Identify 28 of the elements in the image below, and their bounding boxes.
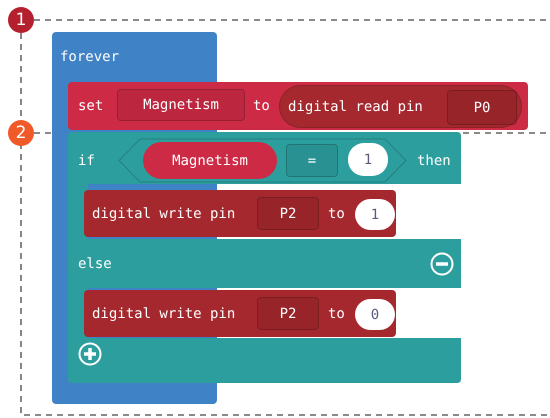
command-block bbox=[84, 290, 396, 337]
callout-number: 2 bbox=[8, 120, 34, 146]
dropdown-field: = bbox=[286, 144, 338, 177]
number-field: 0 bbox=[355, 299, 395, 330]
if-else-block bbox=[68, 132, 461, 383]
reporter-block bbox=[279, 85, 522, 128]
variable-reporter: Magnetism bbox=[143, 142, 277, 179]
block-keyword: forever bbox=[60, 48, 120, 66]
dropdown-field: P0 bbox=[447, 90, 517, 125]
block-keyword: to bbox=[328, 305, 345, 323]
block-keyword: else bbox=[78, 255, 112, 273]
condition-slot bbox=[118, 138, 407, 183]
dropdown-field: P2 bbox=[257, 297, 319, 330]
command-block bbox=[84, 190, 396, 237]
set-variable-block bbox=[68, 82, 528, 130]
block-keyword: to bbox=[253, 97, 270, 115]
loop-block bbox=[52, 32, 217, 82]
block-keyword: digital write pin bbox=[92, 305, 236, 323]
number-field: 1 bbox=[355, 199, 395, 230]
block-keyword: if bbox=[78, 152, 95, 170]
block-keyword: to bbox=[328, 205, 345, 223]
callout-number: 1 bbox=[8, 7, 34, 33]
block-keyword: digital write pin bbox=[92, 205, 236, 223]
dropdown-field: P2 bbox=[257, 197, 319, 230]
dropdown-field: Magnetism bbox=[117, 89, 245, 121]
block-keyword: set bbox=[78, 97, 104, 115]
block-keyword: digital read pin bbox=[288, 98, 423, 116]
block-keyword: then bbox=[417, 152, 451, 170]
